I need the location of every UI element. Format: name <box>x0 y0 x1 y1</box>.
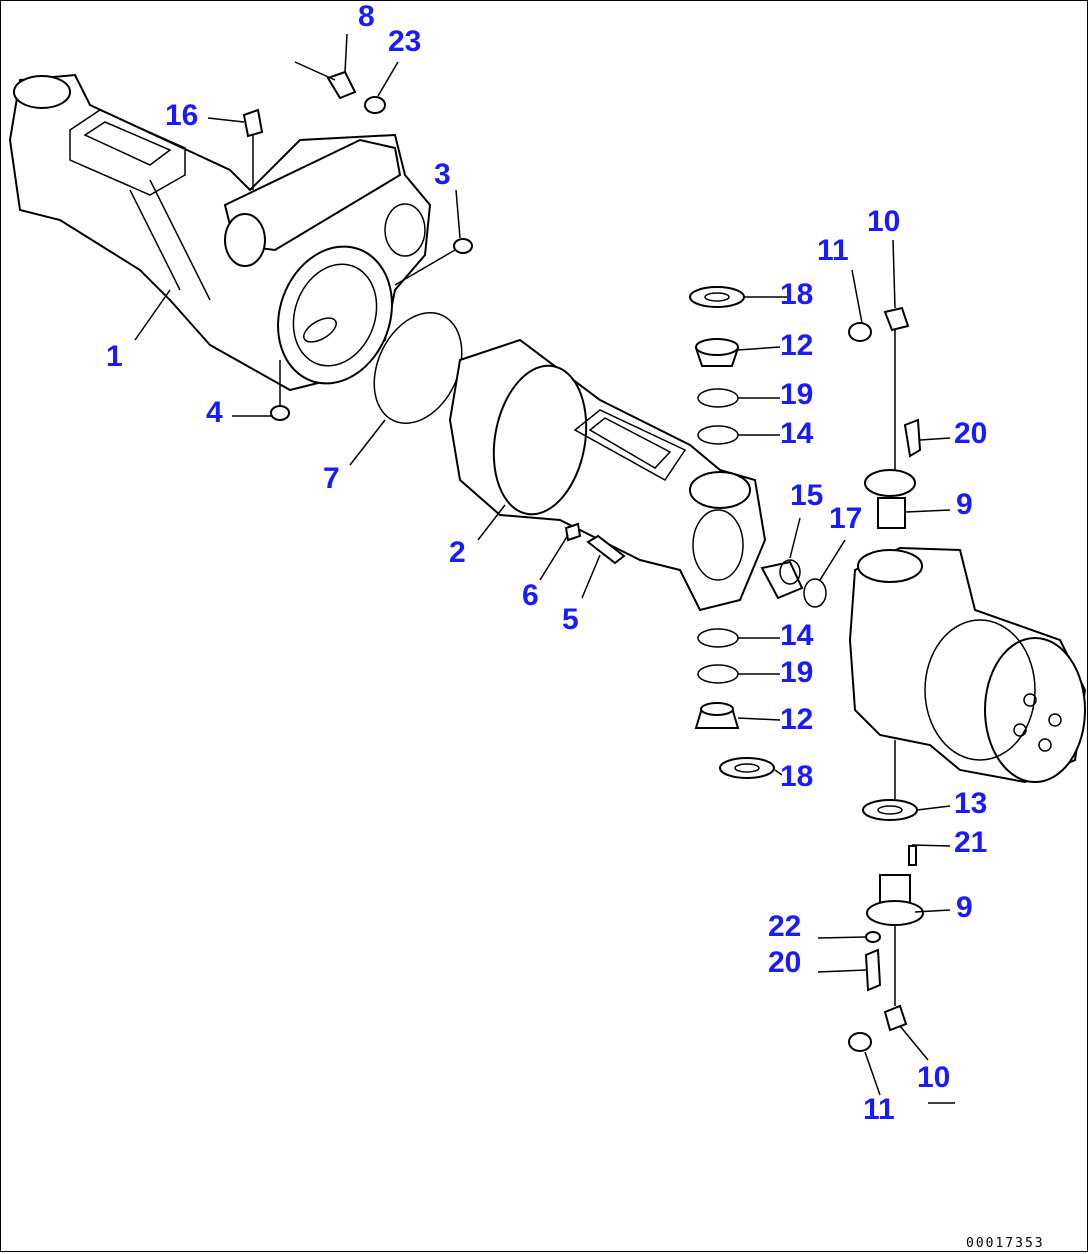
callout-12-bottom: 12 <box>780 703 814 736</box>
callout-6: 6 <box>522 579 539 612</box>
callout-14-bottom: 14 <box>780 619 814 652</box>
callout-9-bottom: 9 <box>956 891 973 924</box>
callout-19-bottom: 19 <box>780 656 814 689</box>
callout-4: 4 <box>206 396 223 429</box>
callout-19-top: 19 <box>780 378 814 411</box>
callout-20-top: 20 <box>954 417 988 450</box>
small-parts <box>242 70 924 1052</box>
callout-12-top: 12 <box>780 329 814 362</box>
callout-10-bottom: 10 <box>917 1061 951 1094</box>
callout-8: 8 <box>358 0 375 33</box>
callout-18-top: 18 <box>780 278 814 311</box>
callout-20-bottom: 20 <box>768 946 802 979</box>
callout-22: 22 <box>768 910 802 943</box>
callout-2: 2 <box>449 536 466 569</box>
axle-housing-right <box>448 338 767 612</box>
callout-16: 16 <box>165 99 199 132</box>
leader-lines <box>134 33 955 1104</box>
callout-5: 5 <box>562 603 579 636</box>
steering-knuckle-hub <box>848 546 1087 784</box>
callout-9-top: 9 <box>956 488 973 521</box>
callout-11-top: 11 <box>817 234 849 267</box>
callout-14-top: 14 <box>780 417 814 450</box>
callout-3: 3 <box>434 158 451 191</box>
callout-18-bottom: 18 <box>780 760 814 793</box>
callout-21: 21 <box>954 826 988 859</box>
callout-17: 17 <box>829 502 863 535</box>
document-number: 00017353 <box>966 1236 1045 1251</box>
callout-10-top: 10 <box>867 205 901 238</box>
gasket <box>373 312 463 424</box>
axle-housing-left <box>8 73 432 392</box>
callout-15: 15 <box>790 479 824 512</box>
callout-11-bottom: 11 <box>863 1093 895 1126</box>
callout-13: 13 <box>954 787 988 820</box>
callout-1: 1 <box>106 340 123 373</box>
callout-7: 7 <box>323 462 340 495</box>
callout-23: 23 <box>388 25 422 58</box>
